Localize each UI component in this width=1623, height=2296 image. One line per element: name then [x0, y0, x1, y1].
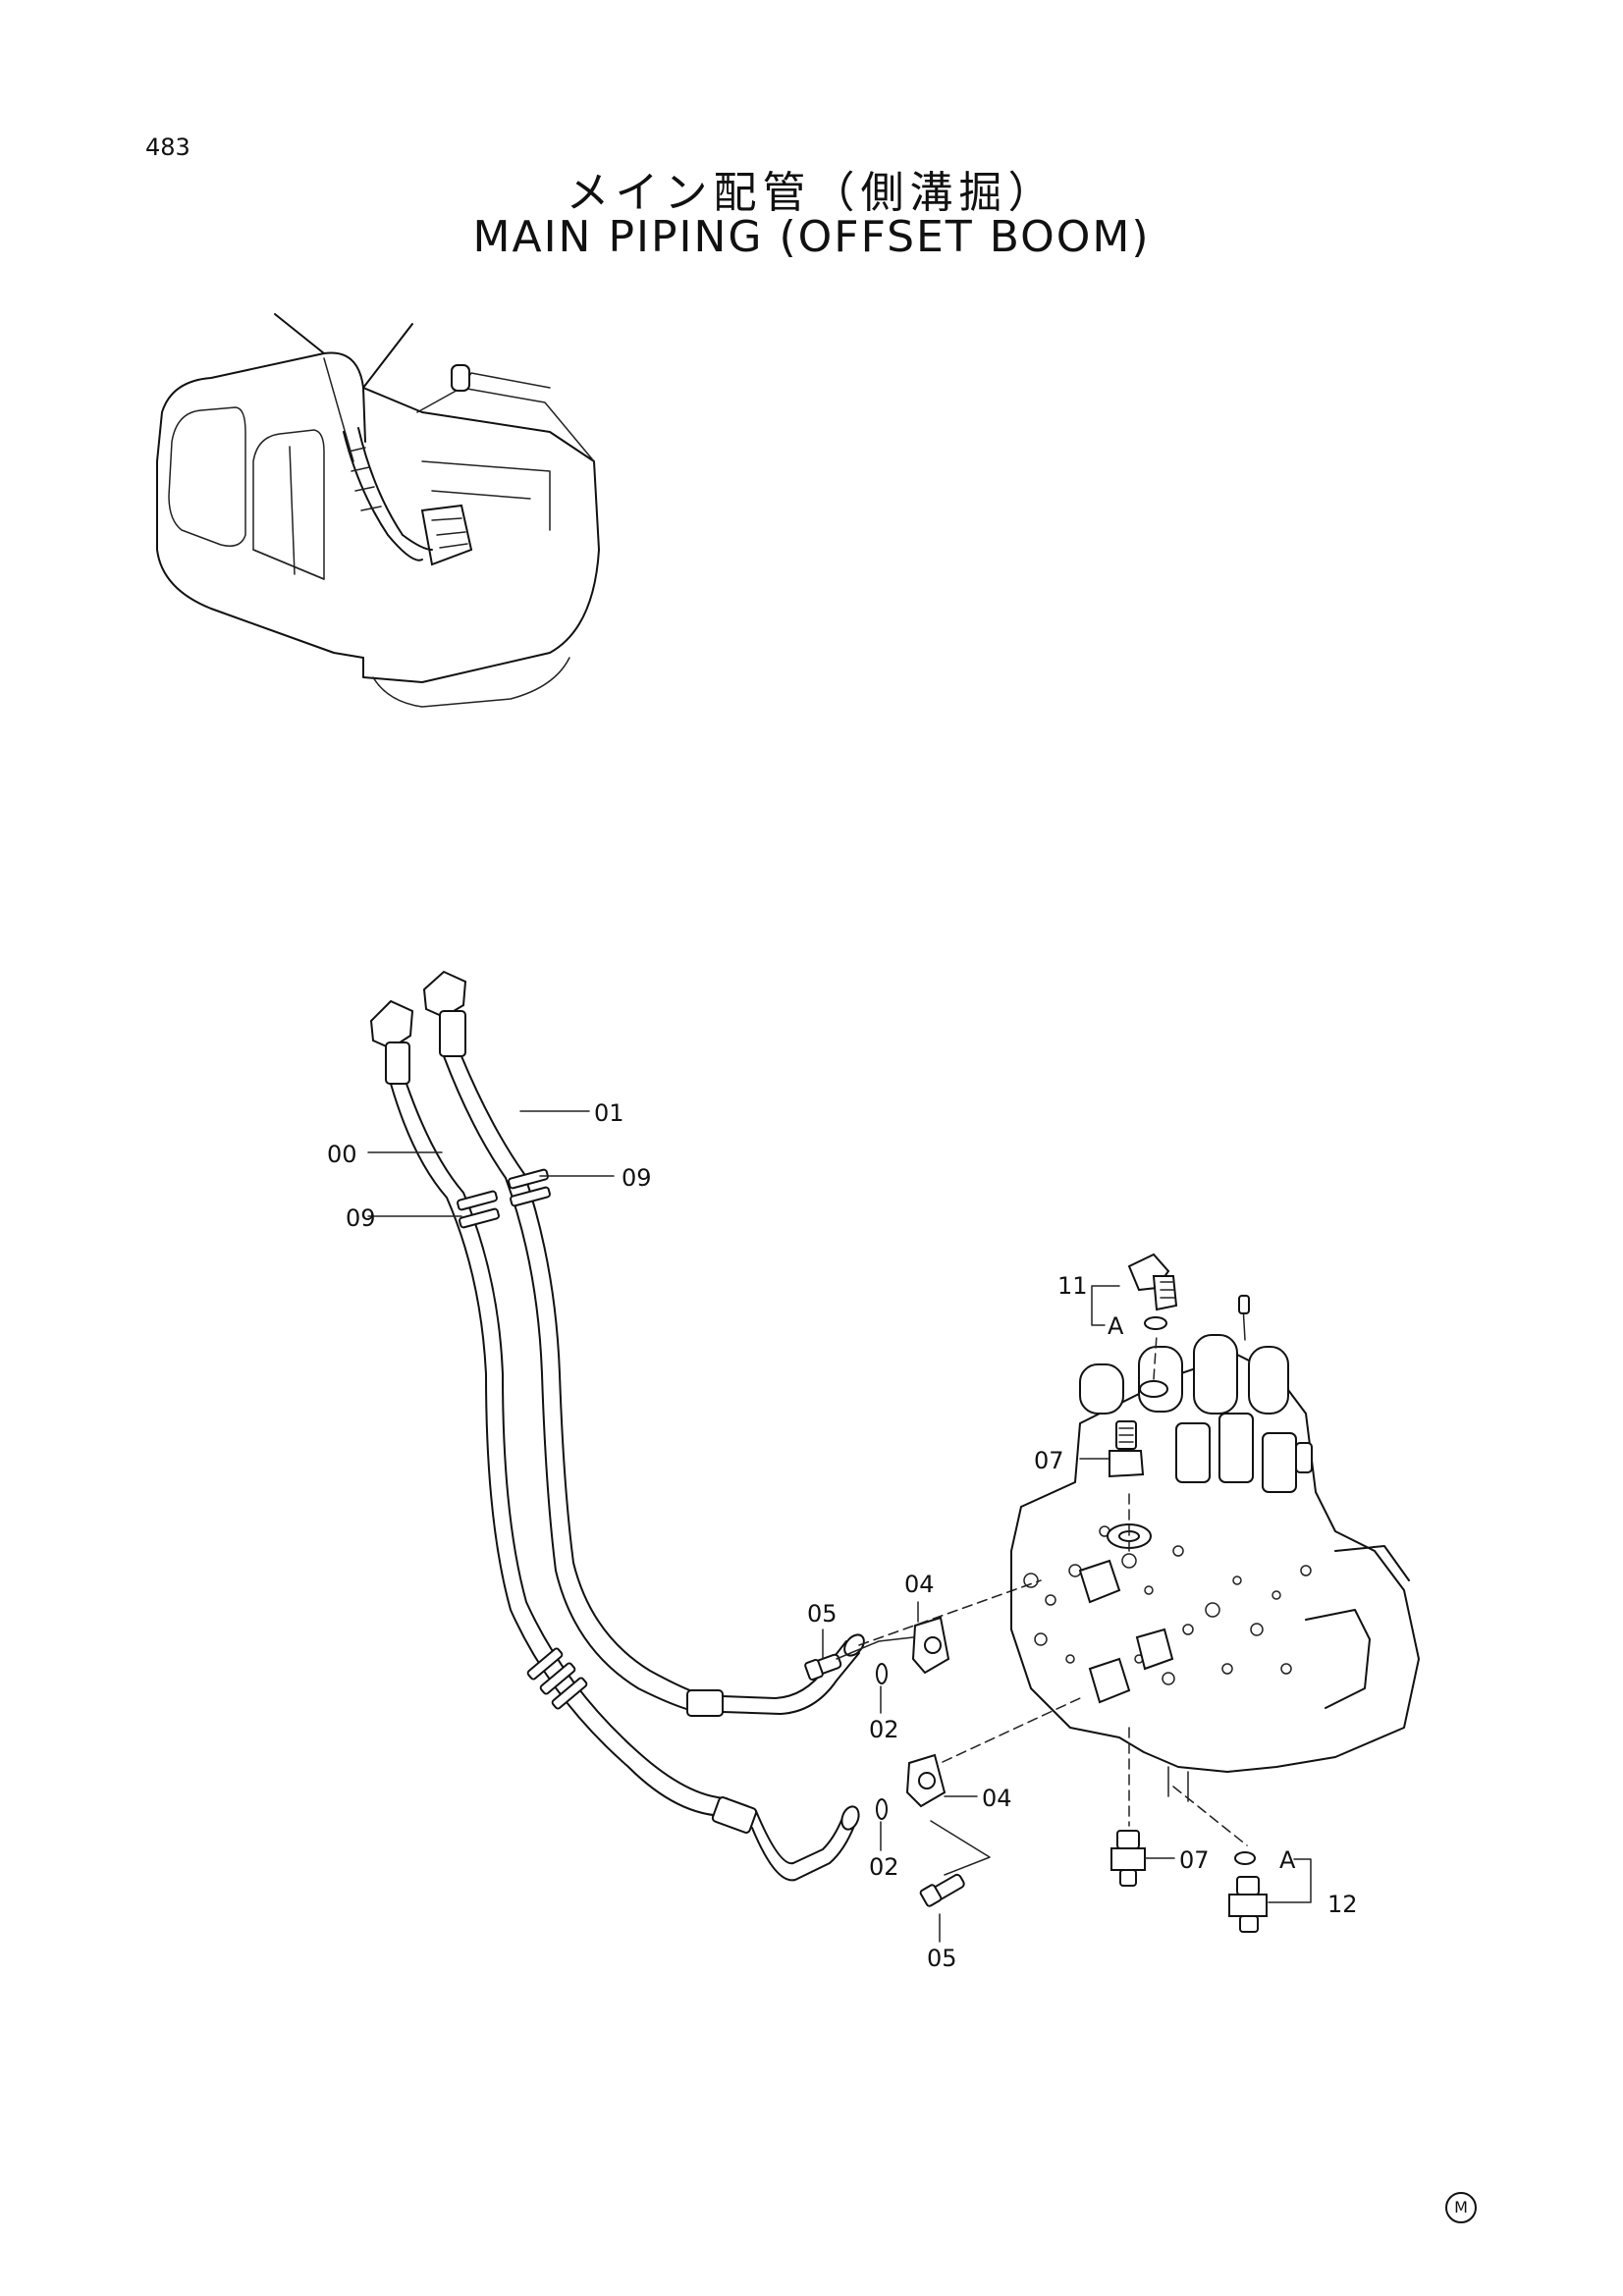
title-english: MAIN PIPING (OFFSET BOOM)	[472, 212, 1151, 262]
callout-12: 12	[1327, 1891, 1358, 1918]
control-valve	[1010, 1295, 1420, 1846]
port-fittings	[1109, 1253, 1268, 1933]
excavator-overview	[156, 313, 600, 708]
callout-02-bottom: 02	[869, 1853, 899, 1881]
callout-07-bottom: 07	[1179, 1846, 1210, 1874]
leader-lines	[367, 1110, 1312, 1943]
callout-05-top: 05	[807, 1600, 838, 1628]
page-number: 483	[145, 133, 190, 161]
manufacturer-mark: M	[1445, 2192, 1477, 2223]
callout-04-bottom: 04	[982, 1785, 1012, 1812]
callout-09-left: 09	[346, 1204, 376, 1232]
callout-02-top: 02	[869, 1716, 899, 1743]
callout-01: 01	[594, 1099, 624, 1127]
callout-a-top: A	[1108, 1312, 1124, 1340]
callout-07-top: 07	[1034, 1447, 1064, 1474]
callout-11: 11	[1057, 1272, 1088, 1300]
callout-05-bottom: 05	[927, 1945, 957, 1972]
callout-09-right: 09	[622, 1164, 652, 1192]
callout-labels: 00 01 09 09 11 A 07 05 04 02 04 02 07 A …	[327, 1099, 1358, 1972]
callout-00: 00	[327, 1141, 357, 1168]
callout-04-top: 04	[904, 1571, 935, 1598]
callout-a-bottom: A	[1279, 1846, 1296, 1874]
title-japanese: メイン配管（側溝掘）	[566, 168, 1057, 218]
fittings	[804, 1579, 1081, 1907]
hydraulic-hoses	[369, 970, 865, 1882]
